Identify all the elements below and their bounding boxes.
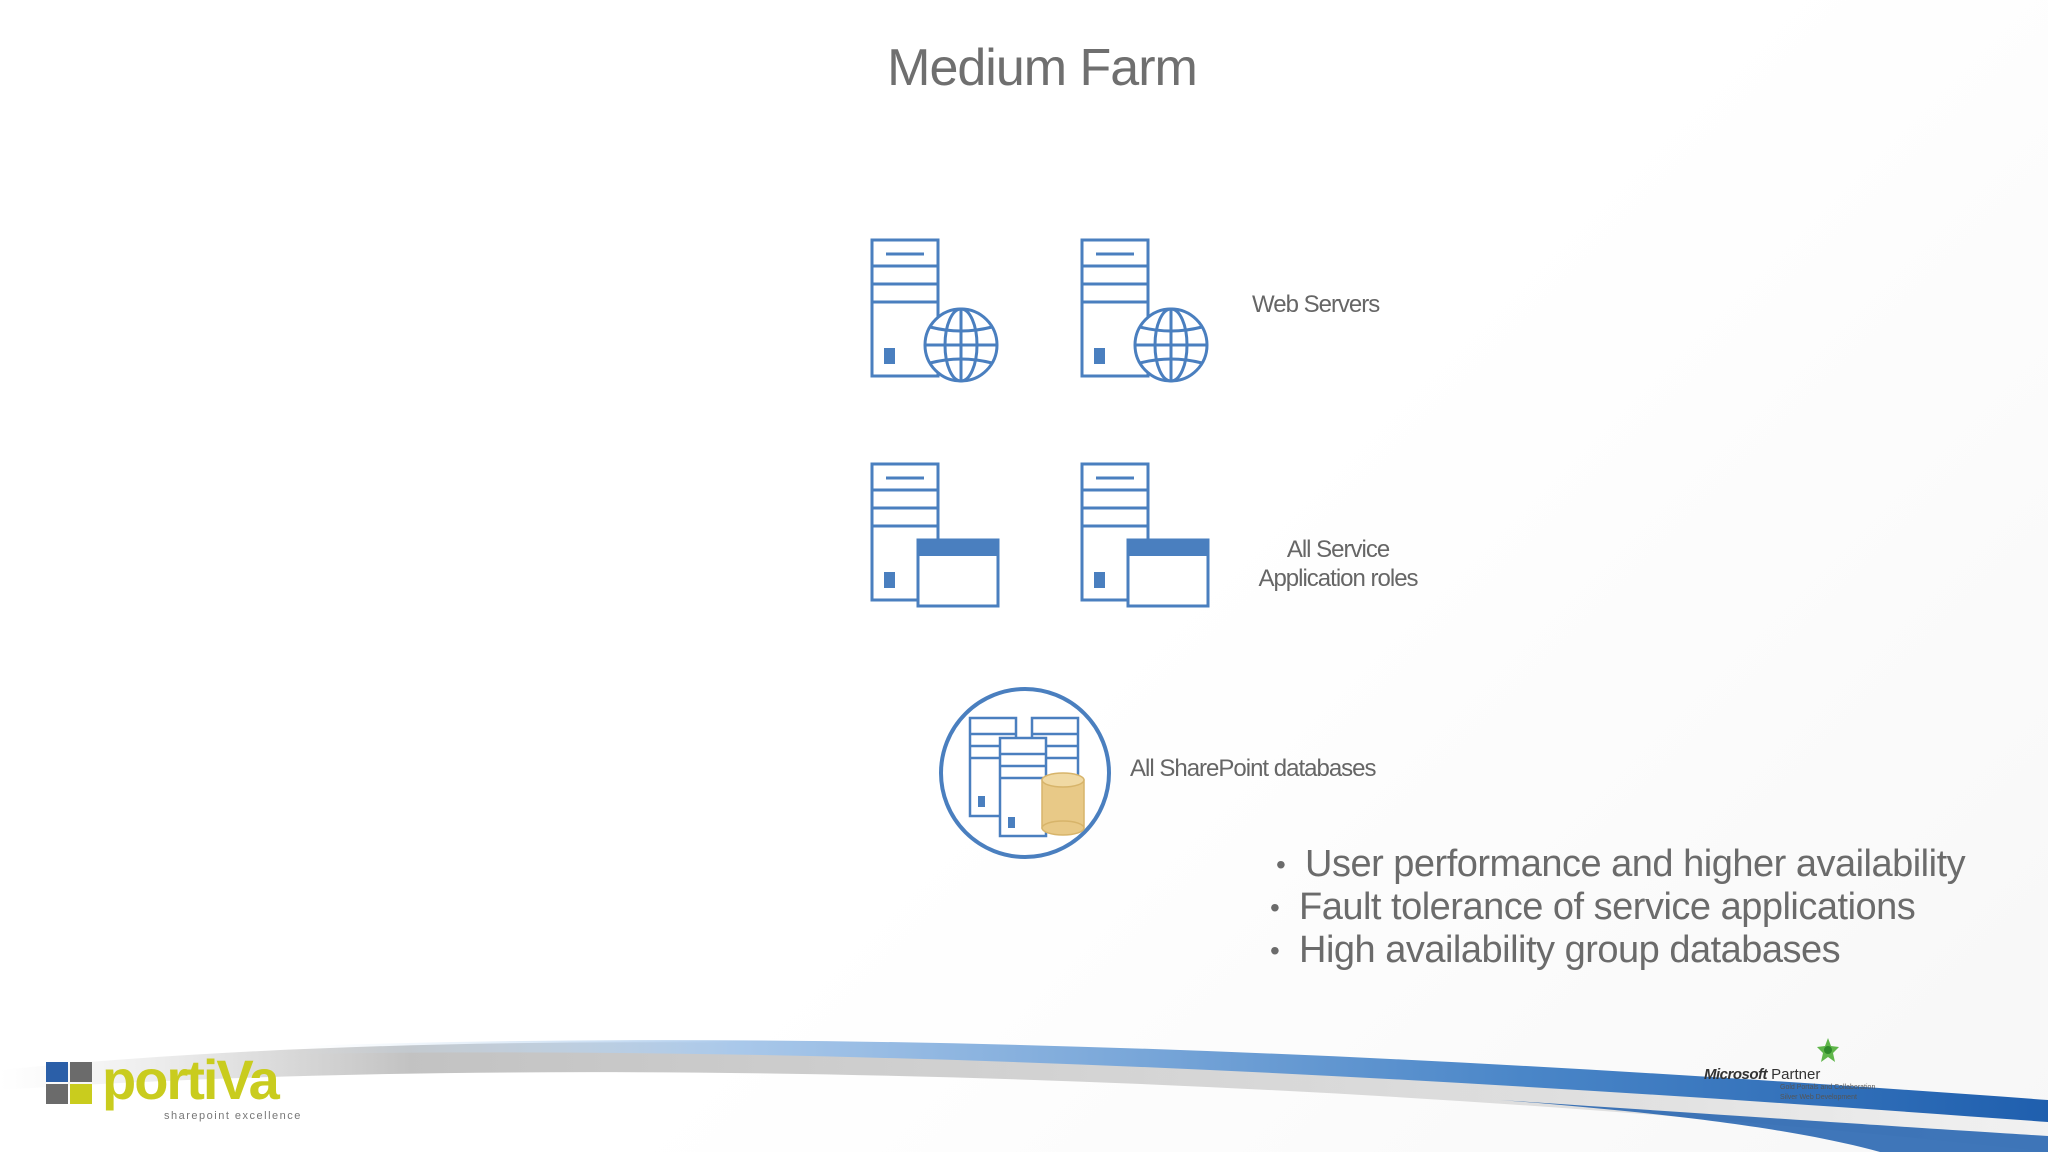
partner-brand: Microsoft [1704,1066,1768,1083]
app-server-icon [1080,462,1210,608]
bullet-text: Fault tolerance of service applications [1299,886,1916,928]
bullet-text: User performance and higher availability [1305,843,1966,885]
web-servers-label: Web Servers [1252,291,1380,318]
partner-word: Partner [1771,1066,1821,1083]
slide-title: Medium Farm [887,39,1198,97]
partner-competency-gold: Gold Portals and Collaboration [1780,1084,1876,1091]
bullet-dot: • [1276,849,1286,880]
databases-label: All SharePoint databases [1130,755,1377,782]
bullet-dot: • [1270,935,1280,966]
portiva-logo-text: portiVa [102,1048,280,1111]
portiva-tagline: sharepoint excellence [164,1110,302,1122]
app-server-icon [870,462,1000,608]
app-roles-label-line1: All Service [1286,536,1390,563]
app-roles-label: All Service Application roles [1256,535,1420,593]
web-server-icon [870,238,999,383]
web-server-icon [1080,238,1209,383]
partner-title: Microsoft Partner [1704,1066,1820,1083]
portiva-logo-text: portiVa [102,1048,280,1111]
portiva-logo-icon [46,1062,92,1104]
partner-competency-silver: Silver Web Development [1780,1094,1857,1101]
footer-swoosh [0,1040,2048,1152]
bullet-text: High availability group databases [1299,929,1841,971]
partner-badge-icon [1817,1038,1839,1062]
database-server-icon [939,687,1111,859]
app-roles-label-line2: Application roles [1258,565,1418,592]
bullet-dot: • [1270,892,1280,923]
